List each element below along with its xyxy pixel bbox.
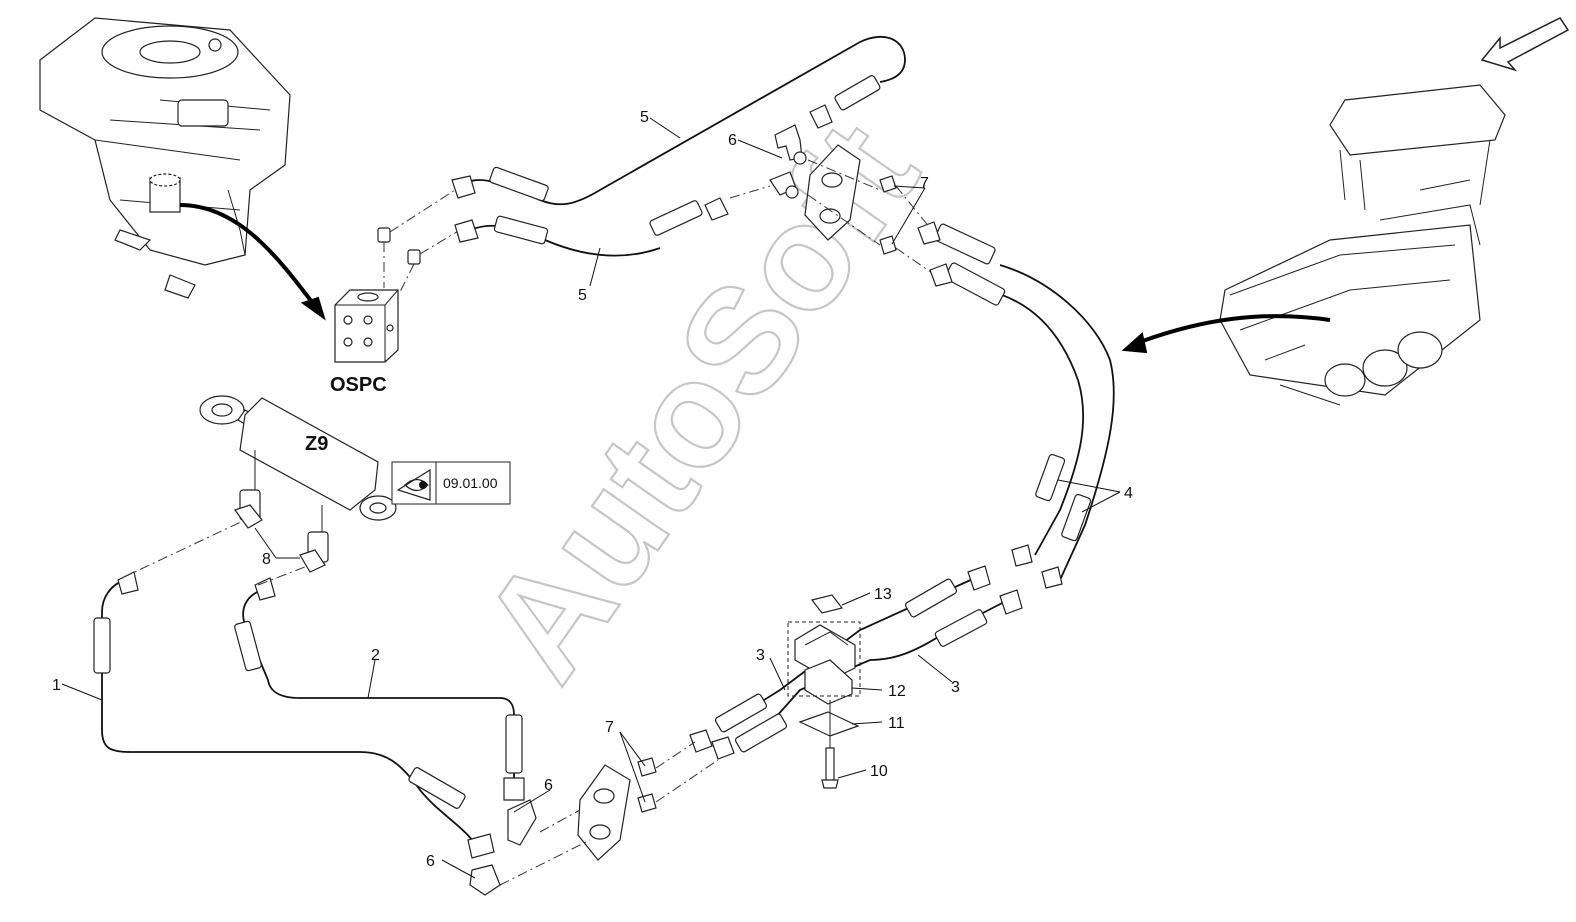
callout-5-lower: 5 <box>578 287 587 304</box>
leader-lines <box>61 117 1121 879</box>
callout-11: 11 <box>888 715 905 732</box>
ospc-valve-illustration <box>334 289 399 363</box>
reference-box[interactable]: 09.01.00 <box>391 461 511 505</box>
callout-2: 2 <box>371 647 380 664</box>
callout-5-upper: 5 <box>640 109 649 126</box>
adapter-fittings-8 <box>234 504 326 573</box>
hose-5-lower <box>469 224 661 257</box>
hose-4-left <box>984 289 1085 556</box>
hose-1 <box>101 579 479 851</box>
callout-6-top: 6 <box>728 132 737 149</box>
eye-view-icon <box>396 468 431 501</box>
callout-8: 8 <box>262 551 271 568</box>
callout-1: 1 <box>52 677 61 694</box>
z9-label: Z9 <box>305 433 328 455</box>
reference-code: 09.01.00 <box>443 475 498 491</box>
callout-6-mid: 6 <box>544 777 553 794</box>
steering-cylinder-z9 <box>199 395 397 563</box>
callout-numbers: 1 2 3 3 4 5 5 6 6 6 7 7 8 10 11 12 13 <box>52 109 1133 870</box>
callout-7-bottom: 7 <box>605 719 614 736</box>
callout-7-top: 7 <box>920 175 929 192</box>
steering-console-illustration <box>39 17 291 299</box>
hose-3-fittings <box>689 565 1023 760</box>
callout-13: 13 <box>874 586 892 603</box>
ospc-label: OSPC <box>330 374 387 396</box>
ospc-fittings <box>377 189 461 293</box>
arrow-head-machine <box>1121 332 1148 354</box>
hose-5-fittings <box>451 75 881 245</box>
view-direction-arrow <box>1480 17 1570 72</box>
paver-machine-illustration <box>1219 84 1506 406</box>
bulkhead-plate-bottom <box>499 741 719 886</box>
lower-hose-fittings <box>93 519 537 896</box>
arrow-console-to-ospc <box>179 203 320 312</box>
hose-2 <box>242 589 515 790</box>
arrow-machine-to-hose <box>1139 314 1331 344</box>
hose-4-right <box>999 264 1115 581</box>
callout-4: 4 <box>1124 485 1133 502</box>
callout-6-bottom: 6 <box>426 853 435 870</box>
bulkhead-plate-top <box>804 144 881 246</box>
elbow-fittings-top <box>729 124 807 199</box>
callout-3-left: 3 <box>756 647 765 664</box>
callout-3-right: 3 <box>951 679 960 696</box>
hose-4-fittings <box>917 221 1092 589</box>
callout-12: 12 <box>888 683 906 700</box>
nuts-7-top <box>879 175 936 276</box>
arrow-head-ospc <box>300 296 326 321</box>
callout-10: 10 <box>870 763 888 780</box>
clamp-assembly <box>787 594 861 789</box>
